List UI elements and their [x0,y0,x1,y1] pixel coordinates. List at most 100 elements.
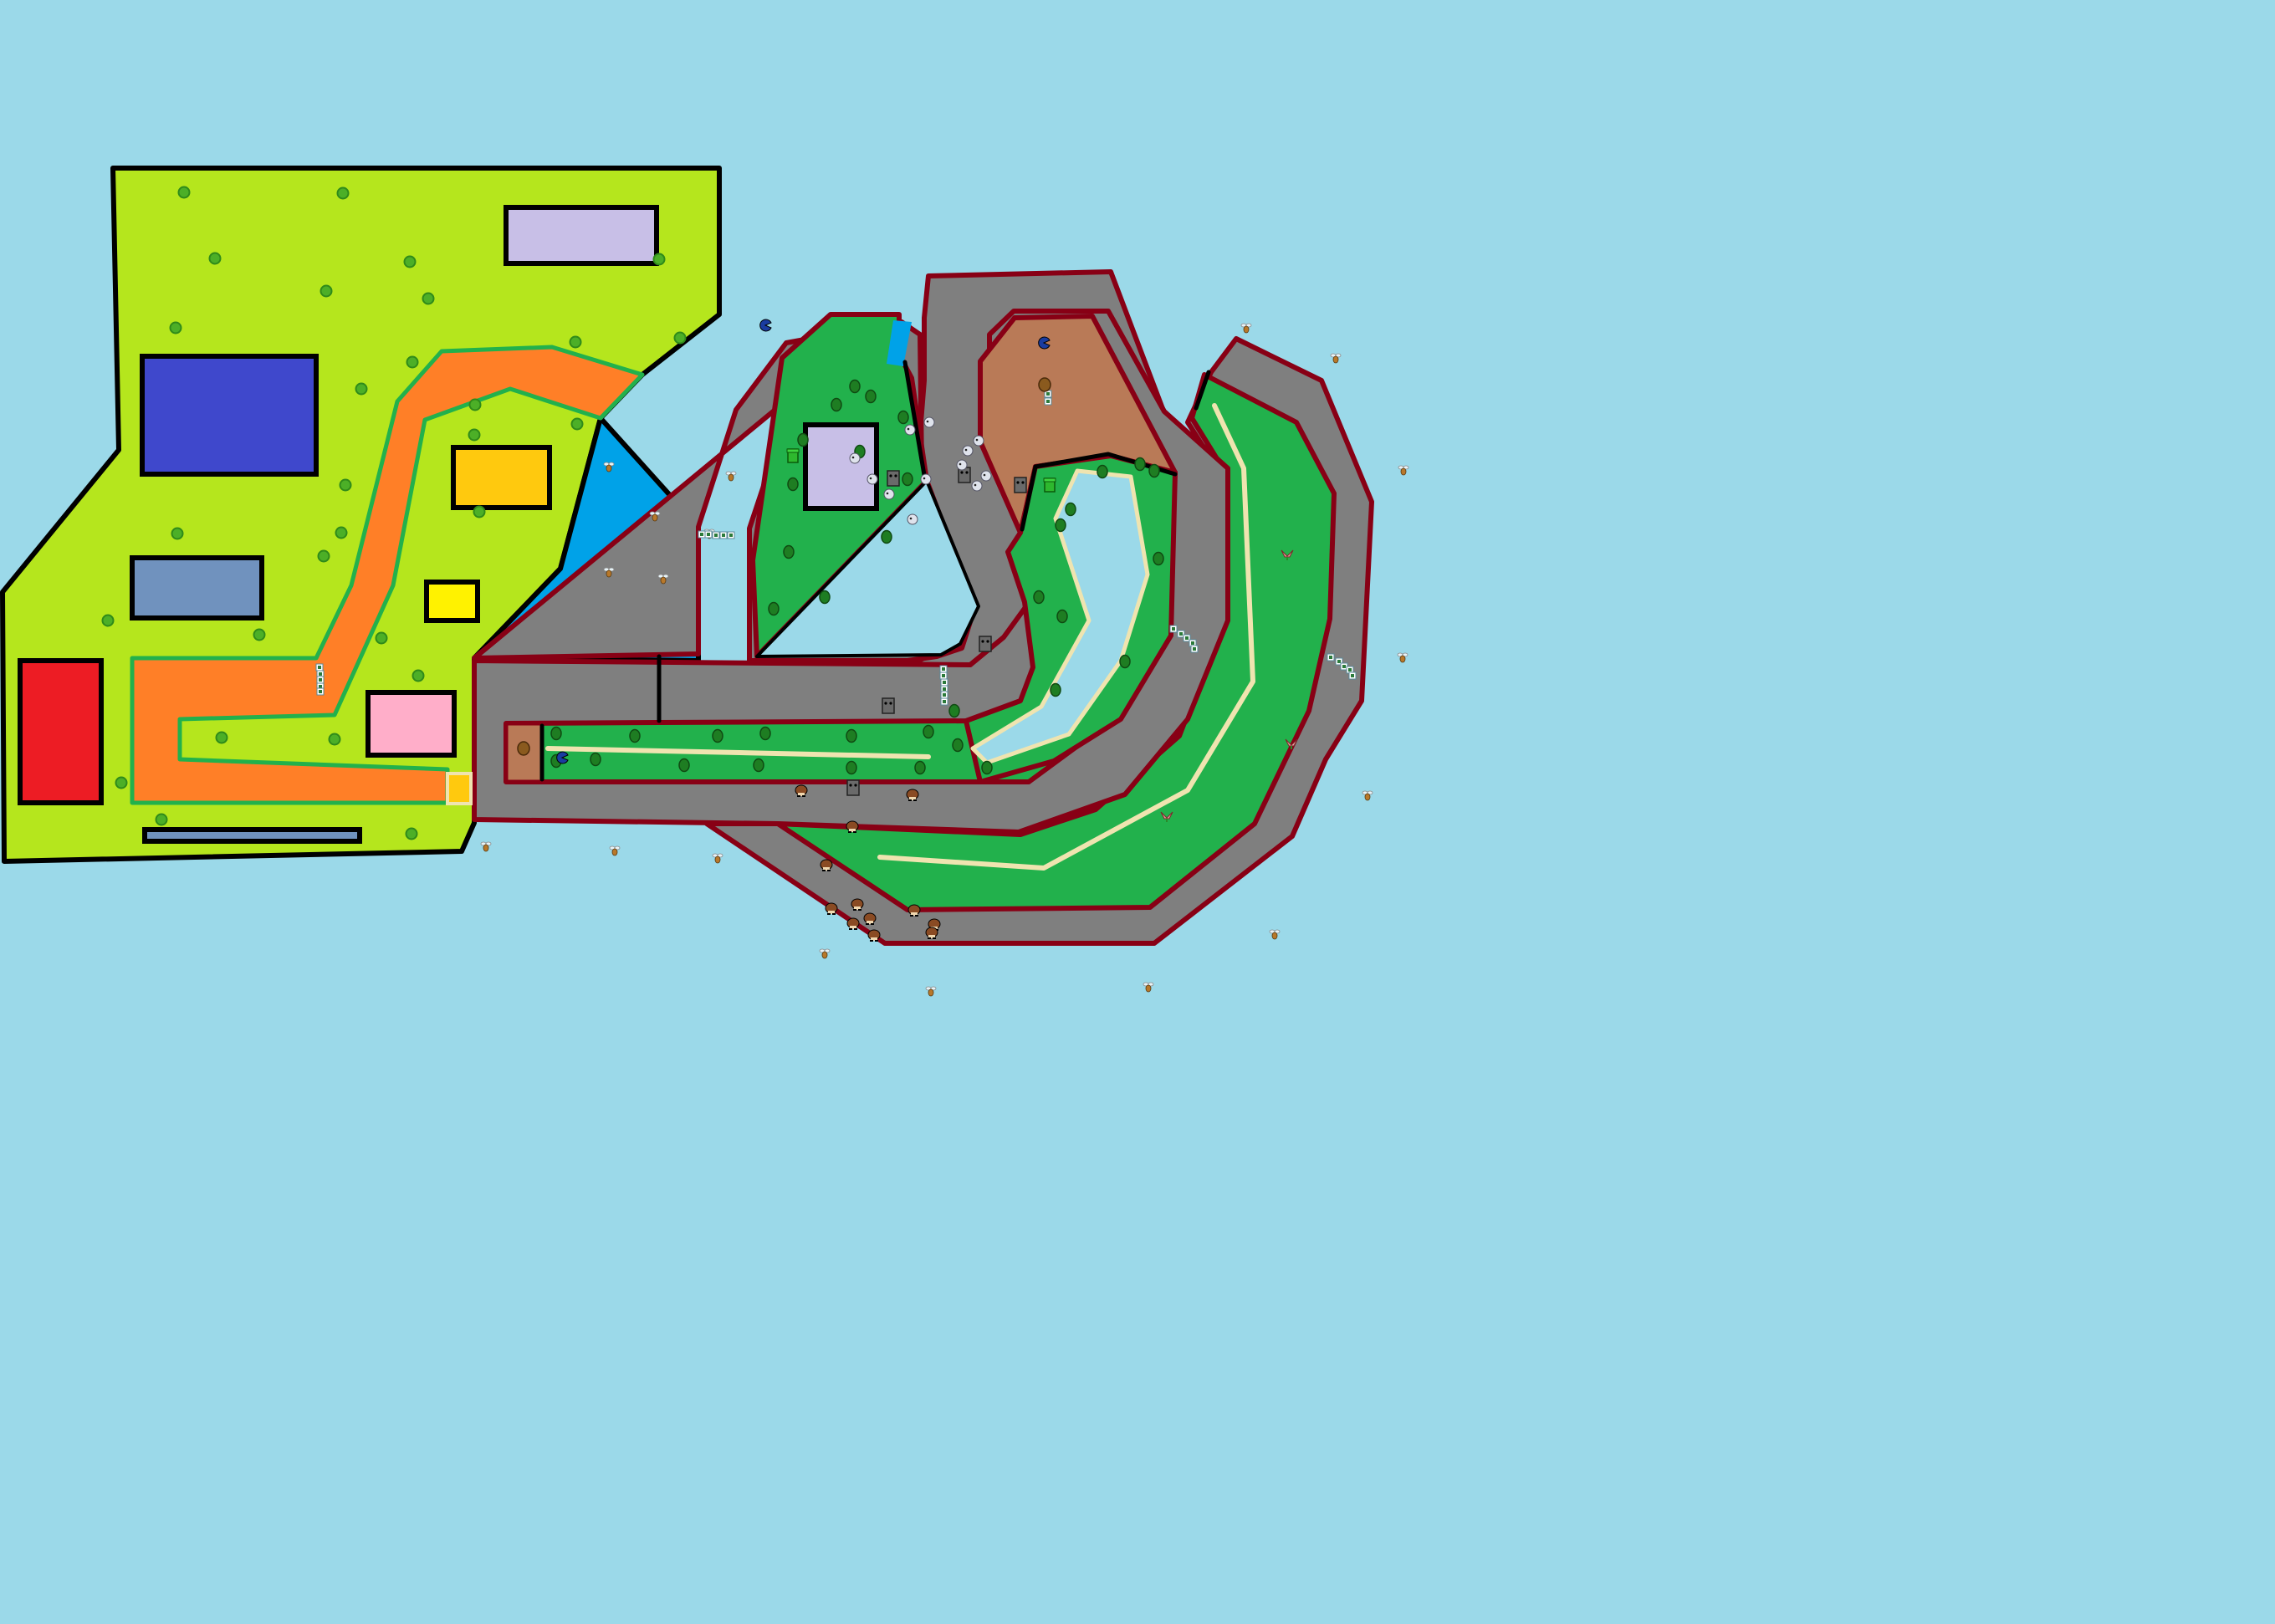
thwomp-icon [1014,477,1027,493]
tree-icon [819,590,831,605]
infield-lagoon [755,479,980,658]
item-box-icon [1169,625,1178,633]
goomba-icon [846,820,859,833]
dirt-divider-2 [1020,464,1038,532]
tree-icon [1055,518,1066,533]
goomba-icon [851,898,864,911]
tree-icon [952,738,964,753]
item-box-icon [712,531,720,539]
tree-icon [629,728,641,743]
bee-icon [480,841,492,852]
tree-icon [712,728,723,743]
tree-icon [753,758,764,773]
boo-icon [920,473,932,485]
item-box-icon [940,691,948,699]
bee-icon [649,511,661,522]
boo-icon [980,470,992,482]
blue-ramp [887,320,912,366]
item-box-icon [315,663,324,672]
tree-icon [923,724,934,739]
goomba-icon [825,902,838,915]
pink-building [366,690,457,758]
goomba-icon [925,927,938,939]
boo-icon [883,488,895,500]
tree-icon [550,726,562,741]
park-tree-icon [177,186,191,199]
item-box-icon [939,672,948,680]
pond-divider [902,360,927,477]
tree-icon [797,432,809,447]
outer-divider [1194,370,1211,411]
park-tree-icon [412,669,425,682]
thwomp-icon [846,779,860,796]
park-tree-icon [468,428,481,442]
tree-icon [1153,551,1164,566]
park-tree-icon [403,255,417,268]
boo-icon [907,513,918,525]
tree-icon [1033,590,1045,605]
park-tree-icon [468,398,482,411]
warp-pipe-icon [786,448,800,463]
tree-icon [846,728,857,743]
boo-icon [923,416,935,428]
piranha-icon [1160,811,1173,822]
thwomp-icon [887,470,900,487]
park-tree-icon [405,827,418,840]
item-box-icon [719,531,728,539]
park-tree-icon [320,284,333,298]
item-box-icon [939,665,948,673]
park-tree-icon [336,186,350,200]
bee-icon [1362,790,1373,801]
goomba-icon [867,929,881,942]
park-tree-icon [652,253,666,266]
tree-icon [759,726,771,741]
goomba-icon [846,917,860,930]
park-tree-icon [355,382,368,396]
yellow-building [424,580,480,623]
tree-icon [1119,654,1131,669]
chomp-icon [556,751,569,764]
goomba-icon [820,859,833,871]
red-building [18,658,104,805]
park-tree-icon [375,631,388,645]
bee-icon [819,948,831,959]
bee-icon [603,462,615,472]
bee-icon [609,845,621,856]
tree-icon [1134,457,1146,472]
lavender-building-top [504,205,659,266]
bee-icon [657,574,669,585]
park-tree-icon [422,292,435,305]
bee-icon [925,986,937,997]
tree-icon [881,529,892,544]
park-tree-icon [328,733,341,746]
blue-building [140,354,319,477]
park-tree-icon [208,252,222,265]
boo-icon [867,473,878,485]
tree-icon [849,379,861,394]
tree-icon [1065,502,1076,517]
bee-icon [1397,652,1408,663]
boo-icon [962,445,974,457]
lavender-building-infield [803,422,879,511]
park-tree-icon [569,335,582,349]
thwomp-icon [882,697,895,714]
goomba-icon [795,784,808,797]
item-box-icon [704,530,713,539]
tree-icon [897,410,909,425]
tree-icon [1148,463,1160,478]
boo-icon [973,435,984,447]
track-center-line-outer [877,403,1255,871]
item-box-icon [1327,653,1335,661]
bee-icon [1143,982,1154,993]
item-box-icon [1190,645,1199,653]
bee-icon [1240,323,1252,334]
goomba-icon [906,789,919,801]
tree-icon [948,703,960,718]
tree-icon [981,760,993,775]
boulder-icon [1038,377,1051,392]
park-tree-icon [406,355,419,369]
track-center-line-straight [545,746,931,759]
gold-gate [446,772,473,805]
tree-layer [101,186,1164,840]
